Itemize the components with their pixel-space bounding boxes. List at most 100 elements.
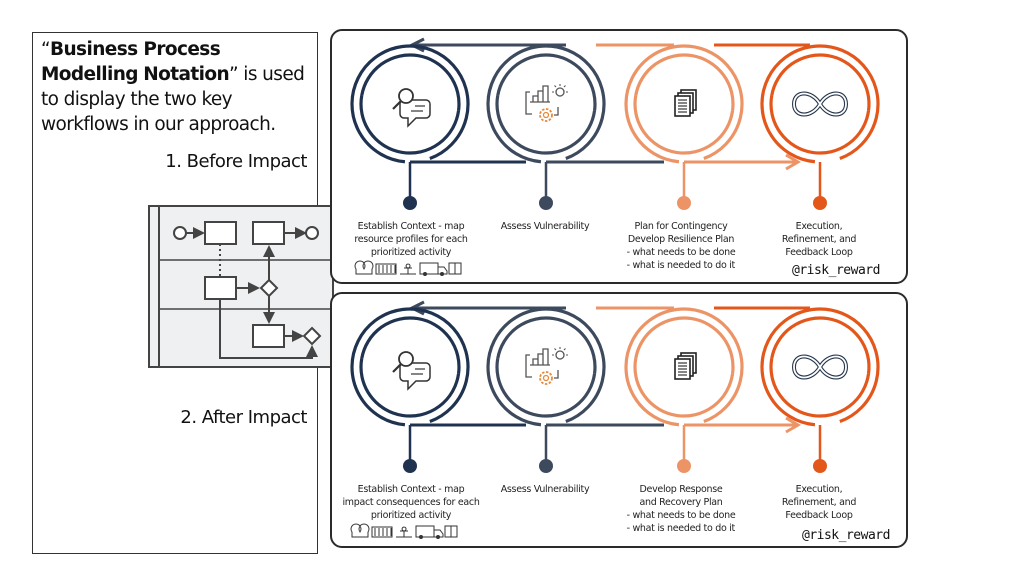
task-box [204,276,237,300]
bpmn-term-part1: Business Process Modelling [41,39,221,85]
step-label-line: Establish Context - map [357,221,465,232]
step-1-label: Establish Context - map resource profile… [346,220,476,276]
start-event [173,226,187,240]
bulb-glyph [555,87,565,97]
bracket-line [525,354,532,378]
step-inner-arc-lower [769,358,871,418]
documents-icon [674,89,697,117]
step-label-line: resource profiles for each [354,234,468,245]
forward-arrow-head [785,153,801,171]
step-dot [539,459,553,473]
resource-icons [350,523,458,539]
step-dot [539,196,553,210]
step-inner-arc-lower [359,95,461,155]
step-outer-ring [624,307,744,427]
truck-wheel [436,535,440,539]
step-inner-arc [496,316,597,375]
step-outer-ring [624,44,744,164]
step-inner-arc-lower [633,358,735,418]
equipment-icon [371,526,393,538]
network-icon [400,263,416,275]
step-label-line: Refinement, and [781,234,857,245]
step-inner-arc-lower [495,95,597,155]
step-label-line: impact consequences for each [342,497,480,508]
gear-center [542,111,550,119]
resource-icon-group [350,523,458,539]
step-dot [403,459,417,473]
step-outer-ring [486,44,606,164]
label-before-impact: 1. Before Impact [165,151,307,172]
chat-bubble-shape [399,362,431,391]
step-inner-arc [360,316,461,375]
intro-text: “Business Process Modelling Notation” is… [41,37,317,137]
step-dot [677,459,691,473]
bpmn-term-part2: Notation [143,64,230,85]
infinity-inner [793,92,847,116]
label-after-impact: 2. After Impact [180,407,307,428]
bpmn-swimlane-svg [158,207,332,366]
step-label-line: Execution, [795,484,843,495]
step-label-line: Feedback Loop [785,247,853,258]
author-handle: @risk_reward [792,263,880,278]
sequence-flow [219,299,318,359]
magnifier-lens [398,351,414,367]
workflow-flow-svg [350,37,880,210]
workflow-panel-before-impact: Establish Context - map resource profile… [330,29,908,284]
step-2-label: Assess Vulnerability [490,220,600,233]
step-label-line: Assess Vulnerability [500,221,590,232]
intro-description: ” is used to display the two key workflo… [41,64,305,135]
flow-arrow [554,107,559,116]
magnifier-handle [392,363,402,373]
step-3-label: Develop Response and Recovery Plan - wha… [616,483,746,535]
workflow-panel-after-impact: Establish Context - map impact consequen… [330,292,908,548]
step-sub-list: - what needs to be done - what is needed… [627,246,736,272]
gateway [302,326,322,346]
step-inner-arc-lower [359,358,461,418]
bulb-rays [552,84,568,93]
step-4-label: Execution, Refinement, and Feedback Loop [764,220,874,259]
bulb-glyph [555,350,565,360]
step-label-line: Plan for Contingency [634,221,728,232]
step-4-label: Execution, Refinement, and Feedback Loop [764,483,874,522]
step-inner-arc [496,53,597,112]
search-chat-icon [392,88,431,128]
step-sub-list: - what needs to be done - what is needed… [627,509,736,535]
sub-item: - what needs to be done [626,510,736,521]
magnifier-handle [392,100,402,110]
infinity-icon [791,91,849,117]
step-label-line: prioritized activity [370,510,452,521]
bulb-rays [552,347,568,356]
step-label-line: Establish Context - map [357,484,465,495]
sub-item: - what is needed to do it [626,523,736,534]
analysis-gear-bulb-icon [525,347,568,385]
end-event [305,226,319,240]
network-icon [396,526,412,538]
gear-center [542,374,550,382]
task-box [252,221,285,245]
step-inner-arc [634,316,735,375]
infinity-inner [793,355,847,379]
bar-chart-glyph [532,348,549,365]
resource-icon-group [354,260,462,276]
step-3-label: Plan for Contingency Develop Resilience … [616,220,746,272]
gateway [259,278,279,298]
bar-chart-glyph [532,85,549,102]
equipment-icon [375,263,397,275]
step-dot [813,459,827,473]
forward-arrow-head [785,416,801,434]
step-outer-ring [350,44,470,164]
workflow-flow-svg [350,300,880,473]
step-inner-arc-lower [495,358,597,418]
gear-glyph [539,371,553,385]
gear-glyph [539,108,553,122]
people-icon [354,260,374,275]
step-inner-arc [770,53,871,112]
step-inner-arc-lower [769,95,871,155]
sub-item: - what needs to be done [626,247,736,258]
step-label-line: Develop Resilience Plan [627,234,735,245]
truck-wheel [440,272,444,276]
documents-icon [674,352,697,380]
step-dot [403,196,417,210]
bracket-line [525,91,532,115]
magnifier-lens [398,88,414,104]
